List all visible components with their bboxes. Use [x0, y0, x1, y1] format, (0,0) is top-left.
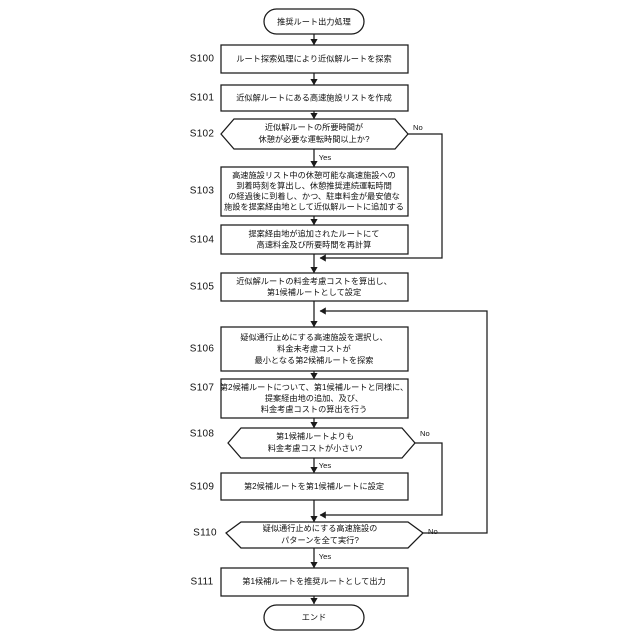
s104-line-1: 提案経由地が追加されたルートにて — [248, 229, 379, 239]
s106-line-2: 料金未考慮コストが — [277, 344, 351, 354]
s110-line-1: 疑似通行止めにする高速施設の — [263, 523, 378, 533]
s104-process-shape — [220, 224, 409, 255]
step-label-s105: S105 — [190, 282, 215, 293]
node-s103: S103 高速施設リスト中の休憩可能な高速施設への 到着時刻を算出し、休憩推奨連… — [190, 166, 409, 217]
s108-yes-branch-label: Yes — [319, 461, 332, 470]
s102-decision-shape — [220, 118, 409, 150]
s105-line-1: 近似解ルートの料金考慮コストを算出し、 — [236, 276, 392, 286]
s110-decision-shape — [225, 521, 424, 549]
s106-line-1: 疑似通行止めにする高速施設を選択し、 — [240, 332, 387, 342]
step-label-s111: S111 — [190, 577, 213, 588]
start-terminator-shape — [263, 8, 365, 35]
s107-line-1: 第2候補ルートについて、第1候補ルートと同様に、 — [220, 382, 408, 392]
node-s107: S107 第2候補ルートについて、第1候補ルートと同様に、 提案経由地の追加、及… — [190, 378, 409, 419]
step-label-s108: S108 — [190, 429, 215, 440]
node-s104: S104 提案経由地が追加されたルートにて 高速料金及び所要時間を再計算 — [190, 224, 409, 255]
s105-process-shape — [220, 272, 409, 302]
s101-process-shape — [220, 84, 409, 112]
s100-line-1: ルート探索処理により近似解ルートを探索 — [236, 54, 391, 64]
end-terminator-label: エンド — [302, 613, 327, 622]
s109-process-shape — [220, 472, 409, 501]
s101-line-1: 近似解ルートにある高速施設リストを作成 — [236, 93, 392, 103]
step-label-s101: S101 — [190, 93, 215, 104]
s102-yes-branch-label: Yes — [319, 153, 332, 162]
s103-line-4: 施設を提案経由地として近似解ルートに追加する — [224, 202, 404, 212]
s104-line-2: 高速料金及び所要時間を再計算 — [257, 240, 372, 250]
step-label-s100: S100 — [190, 54, 215, 65]
step-label-s107: S107 — [190, 383, 215, 394]
step-label-s106: S106 — [190, 344, 215, 355]
s106-line-3: 最小となる第2候補ルートを探索 — [255, 355, 374, 365]
step-label-s109: S109 — [190, 482, 215, 493]
node-s108: S108 第1候補ルートよりも 料金考慮コストが小さい? No Yes — [190, 427, 430, 470]
s108-line-2: 料金考慮コストが小さい? — [268, 443, 363, 453]
node-s102: S102 近似解ルートの所要時間が 休憩が必要な運転時間以上か? No Yes — [190, 118, 423, 162]
connector-s108-no-loop — [319, 442, 443, 519]
s110-line-2: パターンを全て実行? — [281, 535, 359, 545]
connector-s110-no-loop — [319, 307, 488, 534]
node-s100: S100 ルート探索処理により近似解ルートを探索 — [190, 44, 409, 74]
s105-line-2: 第1候補ルートとして設定 — [267, 287, 361, 297]
s106-process-shape — [220, 326, 409, 372]
node-s101: S101 近似解ルートにある高速施設リストを作成 — [190, 84, 409, 112]
connector-s102-no-loop — [319, 133, 443, 262]
node-end: エンド — [263, 604, 365, 631]
s108-no-branch-label: No — [420, 429, 430, 438]
s103-process-shape — [220, 166, 409, 217]
s108-line-1: 第1候補ルートよりも — [276, 431, 354, 441]
s102-line-1: 近似解ルートの所要時間が — [265, 122, 363, 132]
node-s110: S110 疑似通行止めにする高速施設の パターンを全て実行? No Yes — [193, 521, 438, 561]
s111-line-1: 第1候補ルートを推奨ルートとして出力 — [242, 576, 386, 586]
node-s109: S109 第2候補ルートを第1候補ルートに設定 — [190, 472, 409, 501]
start-terminator-label: 推奨ルート出力処理 — [277, 17, 351, 27]
node-s111: S111 第1候補ルートを推奨ルートとして出力 — [190, 567, 409, 597]
end-terminator-shape — [263, 604, 365, 631]
connector-layer — [310, 34, 488, 605]
step-label-s103: S103 — [190, 186, 215, 197]
step-label-s110: S110 — [193, 528, 217, 539]
s100-process-shape — [220, 44, 409, 74]
step-label-s102: S102 — [190, 129, 215, 140]
s109-line-1: 第2候補ルートを第1候補ルートに設定 — [244, 481, 384, 491]
s107-line-3: 料金考慮コストの算出を行う — [261, 404, 367, 414]
s108-decision-shape — [227, 427, 416, 459]
s111-process-shape — [220, 567, 409, 597]
node-s106: S106 疑似通行止めにする高速施設を選択し、 料金未考慮コストが 最小となる第… — [190, 326, 409, 372]
node-start: 推奨ルート出力処理 — [263, 8, 365, 35]
s102-no-branch-label: No — [413, 123, 423, 132]
s107-process-shape — [220, 378, 409, 419]
s110-yes-branch-label: Yes — [319, 552, 332, 561]
s103-line-1: 高速施設リスト中の休憩可能な高速施設への — [232, 170, 396, 180]
s107-line-2: 提案経由地の追加、及び、 — [265, 393, 363, 403]
step-label-s104: S104 — [190, 235, 215, 246]
s110-no-branch-label: No — [428, 527, 438, 536]
node-s105: S105 近似解ルートの料金考慮コストを算出し、 第1候補ルートとして設定 — [190, 272, 409, 302]
s103-line-2: 到着時刻を算出し、休憩推奨連続運転時間 — [236, 181, 392, 191]
s102-line-2: 休憩が必要な運転時間以上か? — [259, 134, 370, 144]
s103-line-3: の経過後に到着し、かつ、駐車料金が最安値な — [228, 191, 400, 201]
